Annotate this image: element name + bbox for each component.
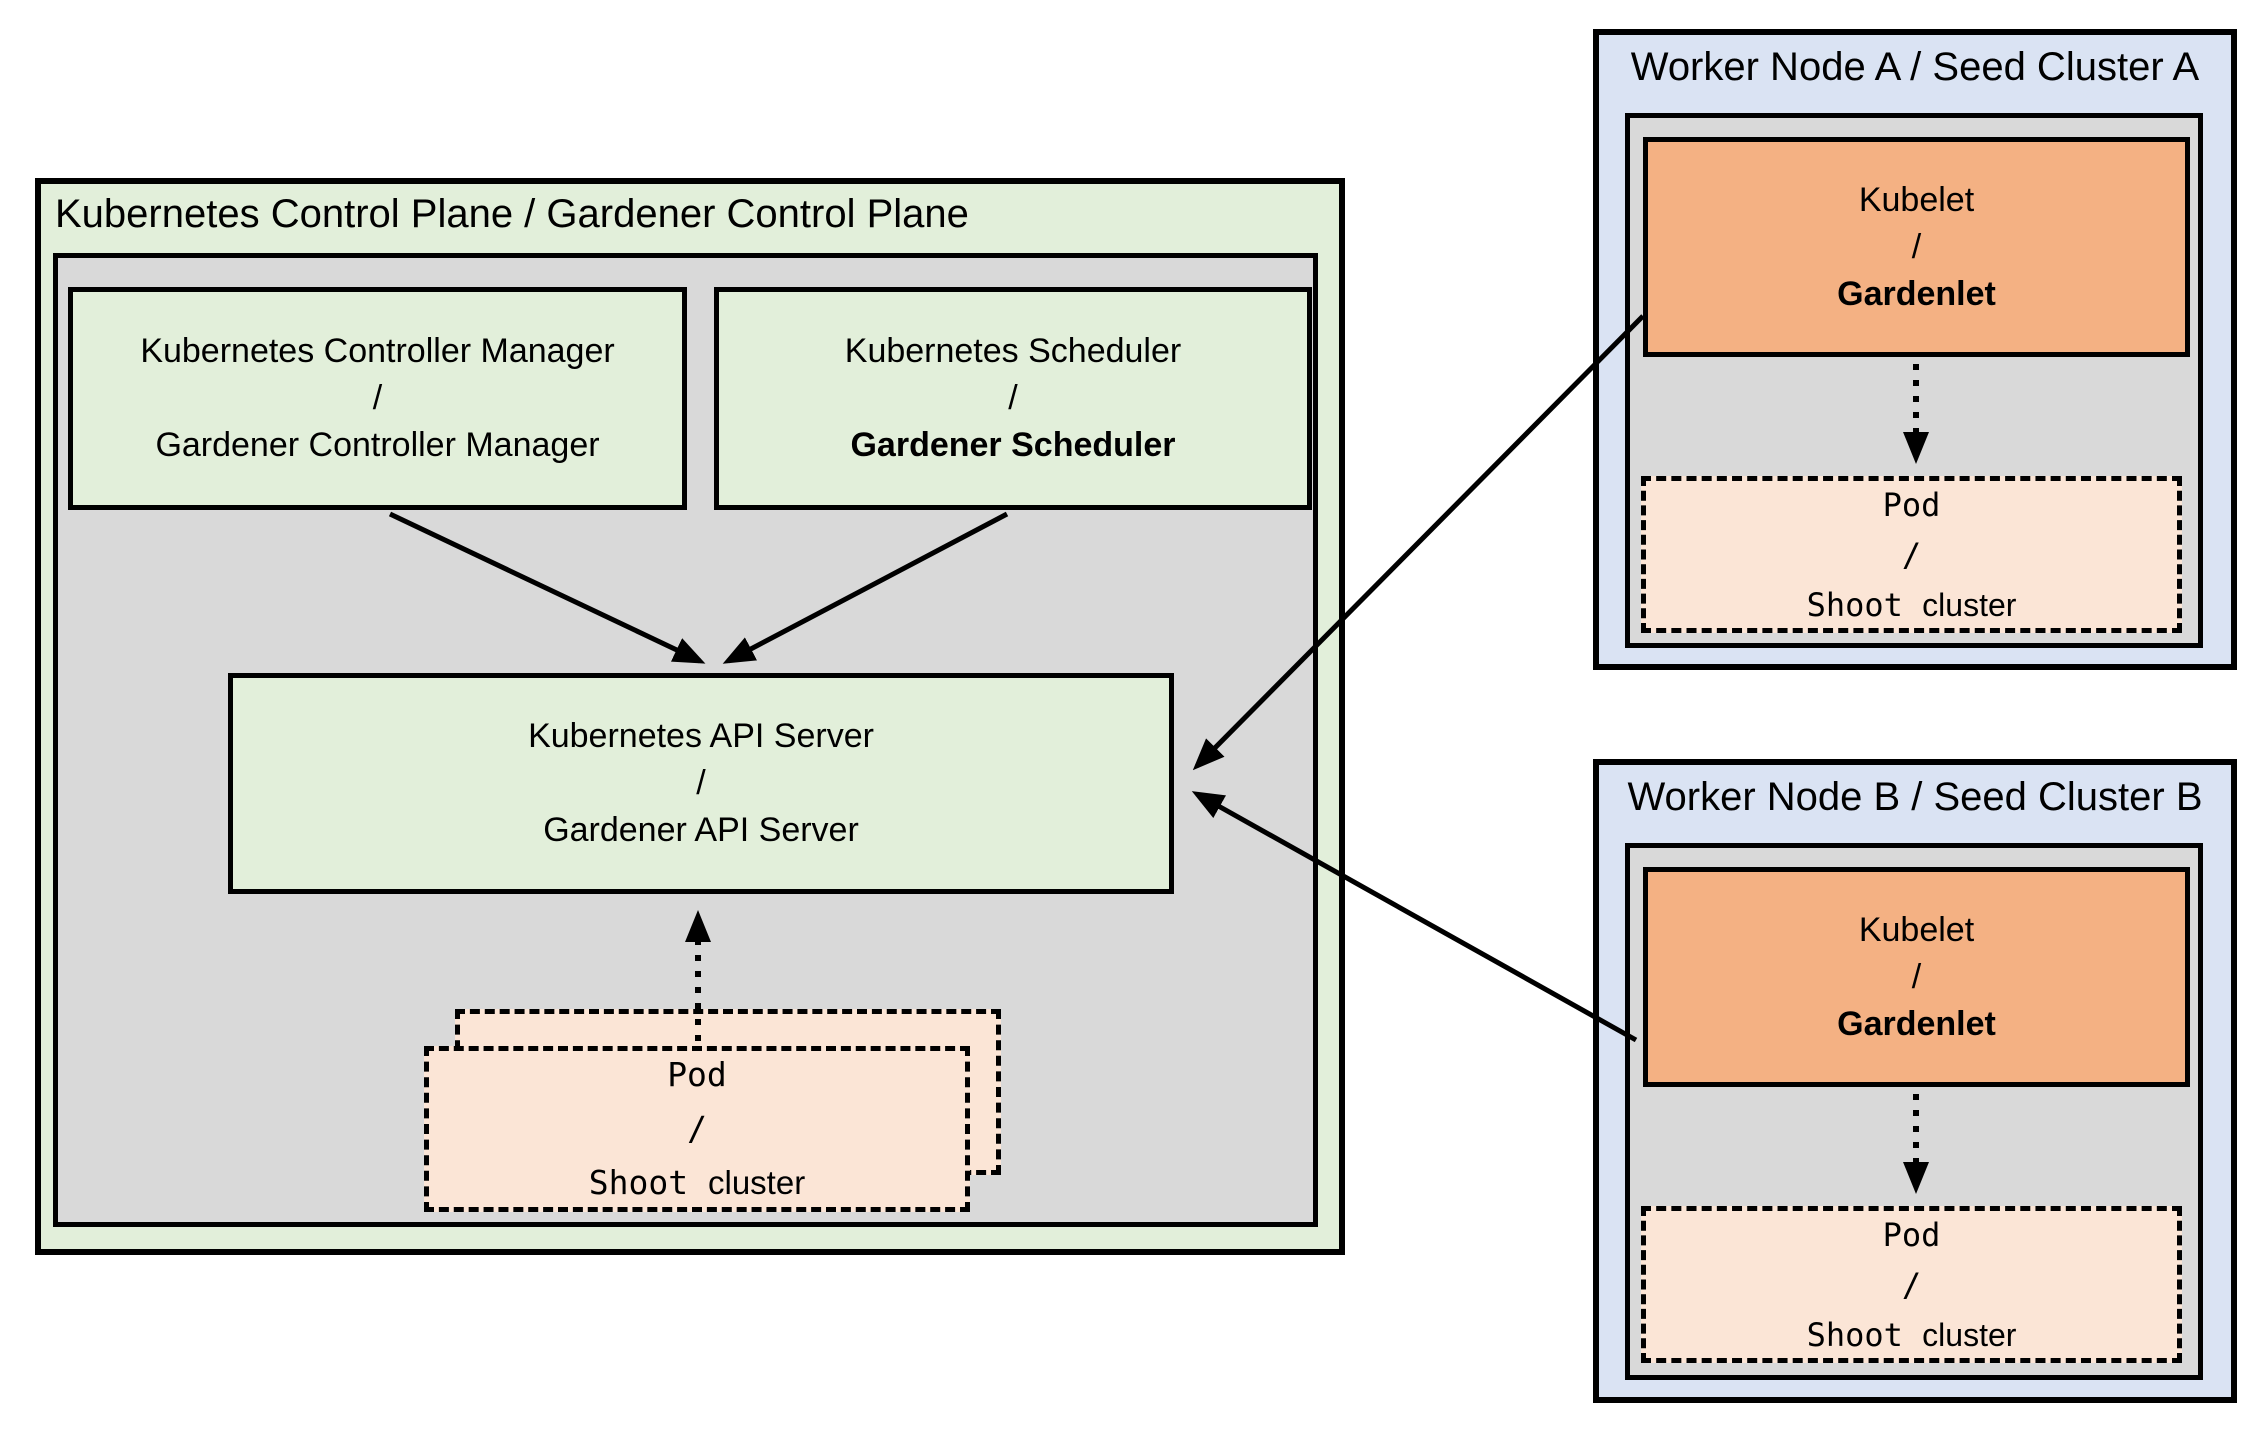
pod-b-label-bottom: Shoot cluster xyxy=(1807,1310,2017,1360)
scheduler-label-bottom: Gardener Scheduler xyxy=(850,426,1176,464)
control-plane-title: Kubernetes Control Plane / Gardener Cont… xyxy=(55,192,969,236)
pod-label-cluster: cluster xyxy=(708,1164,806,1201)
control-plane-box: Kubernetes Control Plane / Gardener Cont… xyxy=(35,178,1345,1255)
pod-shoot-box-front: Pod / Shoot cluster xyxy=(424,1046,970,1212)
worker-node-a-inner-box: Kubelet / Gardenlet Pod / Shoot cluster xyxy=(1625,113,2203,648)
worker-node-b-title: Worker Node B / Seed Cluster B xyxy=(1627,775,2203,819)
api-server-label-sep: / xyxy=(696,764,706,802)
scheduler-box: Kubernetes Scheduler / Gardener Schedule… xyxy=(714,287,1312,510)
pod-shoot-b-box: Pod / Shoot cluster xyxy=(1641,1206,2182,1363)
worker-node-b-inner-box: Kubelet / Gardenlet Pod / Shoot cluster xyxy=(1625,843,2203,1380)
pod-label-shoot: Shoot xyxy=(588,1163,689,1202)
kubelet-b-label-bottom: Gardenlet xyxy=(1837,1004,1996,1043)
kubelet-b-box: Kubelet / Gardenlet xyxy=(1643,867,2190,1087)
kubelet-a-box: Kubelet / Gardenlet xyxy=(1643,137,2190,357)
kubelet-b-label-sep: / xyxy=(1911,957,1922,996)
api-server-box: Kubernetes API Server / Gardener API Ser… xyxy=(228,673,1174,894)
pod-label-bottom: Shoot cluster xyxy=(589,1156,805,1210)
controller-manager-label-top: Kubernetes Controller Manager xyxy=(140,332,615,370)
api-server-label-top: Kubernetes API Server xyxy=(528,717,874,755)
pod-a-label-top: Pod xyxy=(1882,485,1941,524)
kubelet-b-label-top: Kubelet xyxy=(1858,910,1975,949)
worker-node-a-title: Worker Node A / Seed Cluster A xyxy=(1630,45,2200,89)
pod-label-sep: / xyxy=(687,1109,707,1148)
pod-a-label-bottom: Shoot cluster xyxy=(1807,580,2017,630)
pod-shoot-a-box: Pod / Shoot cluster xyxy=(1641,476,2182,633)
pod-b-label-sep: / xyxy=(1901,1265,1922,1304)
pod-label-top: Pod xyxy=(667,1055,727,1094)
kubelet-a-label-top: Kubelet xyxy=(1858,180,1975,219)
pod-a-label-cluster: cluster xyxy=(1922,586,2017,623)
controller-manager-label-sep: / xyxy=(372,379,383,417)
pod-a-label-sep: / xyxy=(1901,535,1922,574)
controller-manager-label-bottom: Gardener Controller Manager xyxy=(155,426,600,464)
controller-manager-box: Kubernetes Controller Manager / Gardener… xyxy=(68,287,687,510)
pod-b-label-shoot: Shoot xyxy=(1806,1315,1903,1354)
pod-b-label-top: Pod xyxy=(1882,1215,1941,1254)
api-server-label-bottom: Gardener API Server xyxy=(543,811,859,849)
worker-node-a-box: Worker Node A / Seed Cluster A Kubelet /… xyxy=(1593,29,2237,670)
pod-b-label-cluster: cluster xyxy=(1922,1316,2017,1353)
control-plane-inner-box: Kubernetes Controller Manager / Gardener… xyxy=(53,253,1318,1227)
kubelet-a-label-bottom: Gardenlet xyxy=(1837,274,1996,313)
worker-node-b-box: Worker Node B / Seed Cluster B Kubelet /… xyxy=(1593,759,2237,1403)
kubelet-a-label-sep: / xyxy=(1911,227,1922,266)
pod-a-label-shoot: Shoot xyxy=(1806,585,1903,624)
scheduler-label-sep: / xyxy=(1008,379,1018,417)
scheduler-label-top: Kubernetes Scheduler xyxy=(844,332,1182,370)
